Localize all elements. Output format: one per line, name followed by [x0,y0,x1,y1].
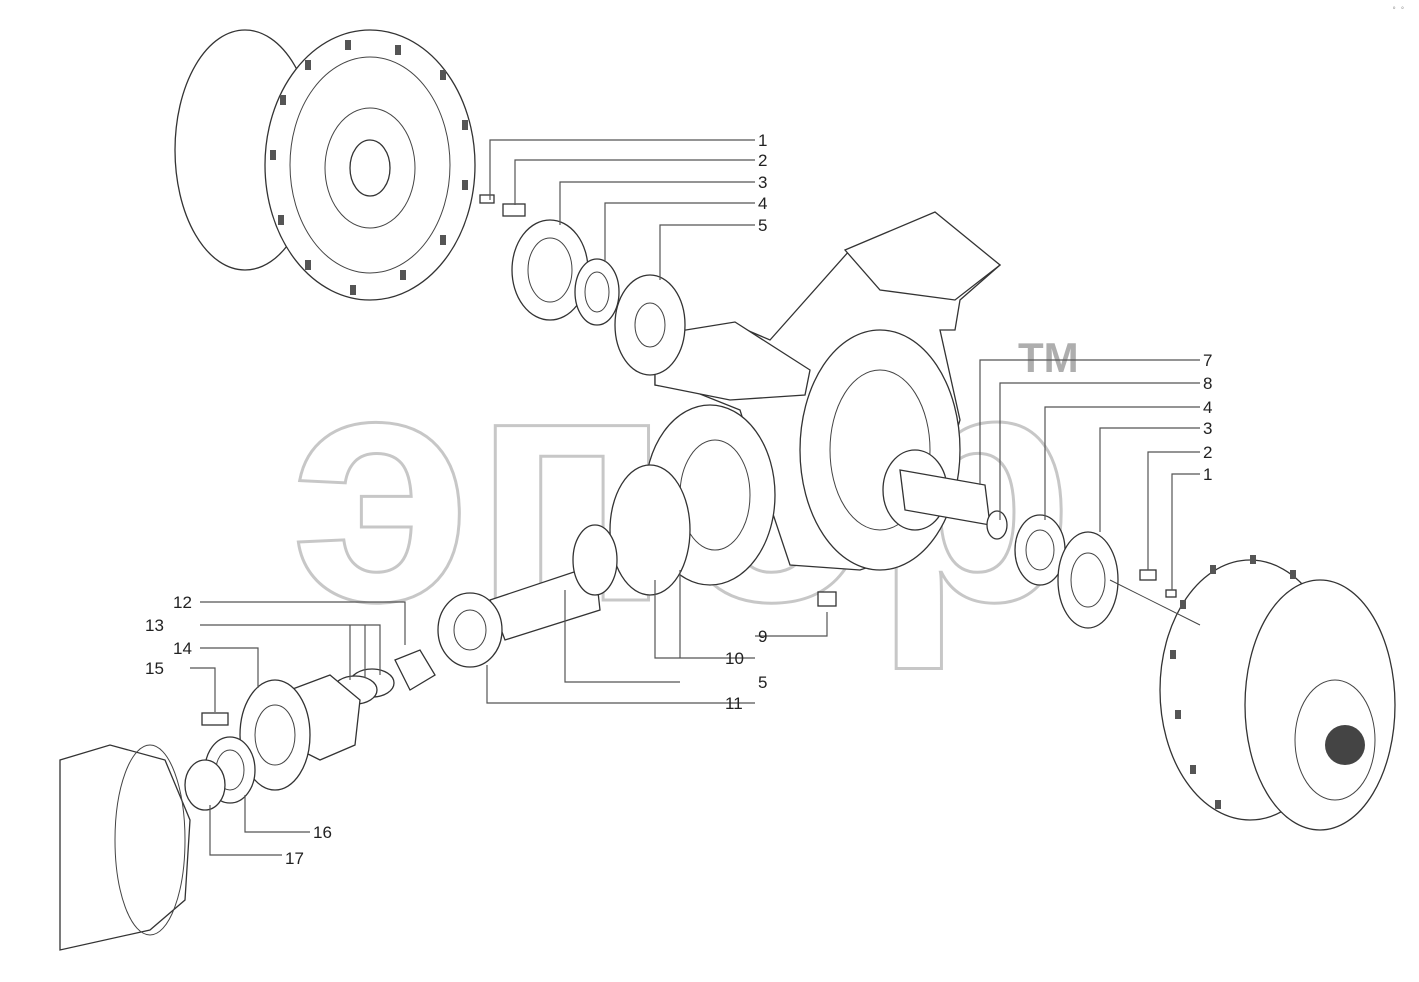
axle-housing-left [59,744,191,951]
callout-5-top: 5 [758,216,767,235]
callout-15: 15 [145,659,164,678]
callout-12: 12 [173,593,192,612]
leader-lines [190,139,1200,856]
callout-1-right: 1 [1203,465,1212,484]
callout-2-top: 2 [758,151,767,170]
parts-top-left [479,194,686,376]
callout-4-top: 4 [758,194,767,213]
parts-right [817,449,1201,629]
callout-labels: 1 2 3 4 5 7 8 4 3 2 1 9 10 5 11 12 13 14… [145,131,1212,868]
callout-14: 14 [173,639,192,658]
callout-16: 16 [313,823,332,842]
callout-8: 8 [1203,374,1212,393]
parts-lower-left [184,464,691,811]
callout-11: 11 [725,694,743,713]
watermark-tm: TM [1018,334,1079,381]
callout-10: 10 [725,649,744,668]
callout-5-bottom: 5 [758,673,767,692]
callout-2-right: 2 [1203,443,1212,462]
callout-7: 7 [1203,351,1212,370]
callout-9: 9 [758,627,767,646]
callout-4-right: 4 [1203,398,1212,417]
callout-1-top: 1 [758,131,767,150]
callout-3-top: 3 [758,173,767,192]
corner-mark: ° ° [1392,6,1405,14]
callout-3-right: 3 [1203,419,1212,438]
left-wheel-hub [174,29,476,301]
callout-17: 17 [285,849,304,868]
callout-13: 13 [145,616,164,635]
right-wheel-hub [1159,555,1396,831]
